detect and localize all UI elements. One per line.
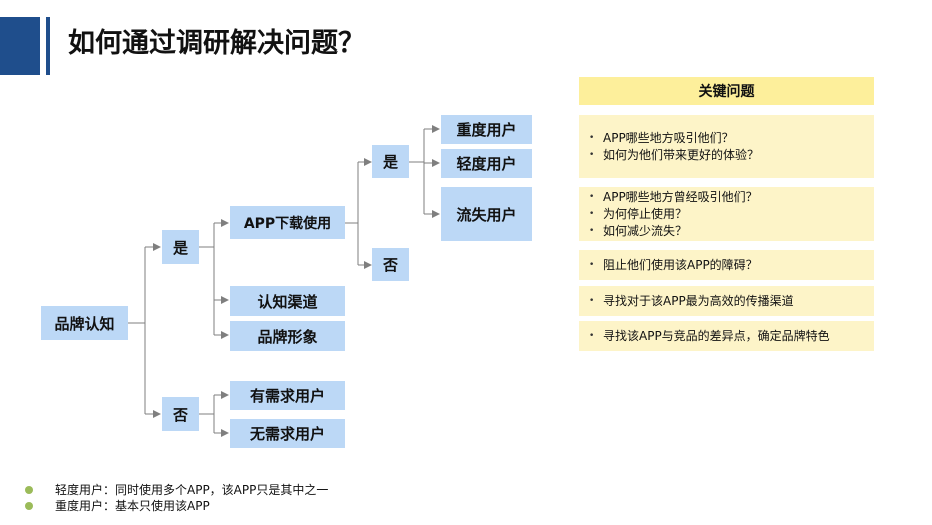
question-card-no-app: •阻止他们使用该APP的障碍？ (579, 250, 874, 280)
question-text: 如何减少流失？ (603, 223, 688, 238)
legend-item-heavy-user: 重度用户：基本只使用该APP (25, 497, 210, 514)
question-text: 寻找对于该APP最为高效的传播渠道 (603, 293, 794, 308)
legend-item-light-user: 轻度用户：同时使用多个APP，该APP只是其中之一 (25, 481, 328, 498)
node-no-need-user: 无需求用户 (230, 419, 345, 448)
node-awareness-channel: 认知渠道 (230, 286, 345, 316)
title-accent-bar (0, 17, 40, 75)
node-light-user: 轻度用户 (441, 149, 532, 178)
title-accent-line (46, 17, 50, 75)
node-app-download: APP下载使用 (230, 206, 345, 239)
node-brand-image: 品牌形象 (230, 321, 345, 351)
key-questions-header: 关键问题 (579, 77, 874, 105)
bullet-dot-icon (25, 485, 33, 494)
question-text: APP哪些地方曾经吸引他们？ (603, 189, 758, 204)
bullet-dot-icon (25, 501, 33, 510)
page-title: 如何通过调研解决问题？ (68, 28, 365, 59)
legend-text: 轻度用户：同时使用多个APP，该APP只是其中之一 (55, 483, 329, 497)
node-lost-user: 流失用户 (441, 187, 532, 241)
node-heavy-user: 重度用户 (441, 115, 532, 144)
question-card-heavy: •APP哪些地方吸引他们？ •如何为他们带来更好的体验？ (579, 115, 874, 178)
question-text: 阻止他们使用该APP的障碍？ (603, 257, 758, 272)
node-brand-awareness: 品牌认知 (41, 306, 128, 340)
question-card-brand-image: •寻找该APP与竞品的差异点，确定品牌特色 (579, 321, 874, 351)
question-text: 为何停止使用？ (603, 206, 688, 221)
node-yes: 是 (162, 230, 199, 264)
node-app-yes: 是 (372, 145, 409, 178)
node-no: 否 (162, 397, 199, 431)
node-app-no: 否 (372, 248, 409, 281)
question-text: APP哪些地方吸引他们？ (603, 130, 734, 145)
legend-text: 重度用户：基本只使用该APP (55, 499, 210, 513)
question-card-lost: •APP哪些地方曾经吸引他们？ •为何停止使用？ •如何减少流失？ (579, 187, 874, 241)
question-card-channel: •寻找对于该APP最为高效的传播渠道 (579, 286, 874, 316)
question-text: 寻找该APP与竞品的差异点，确定品牌特色 (603, 328, 830, 343)
question-text: 如何为他们带来更好的体验？ (603, 147, 760, 162)
node-need-user: 有需求用户 (230, 381, 345, 410)
